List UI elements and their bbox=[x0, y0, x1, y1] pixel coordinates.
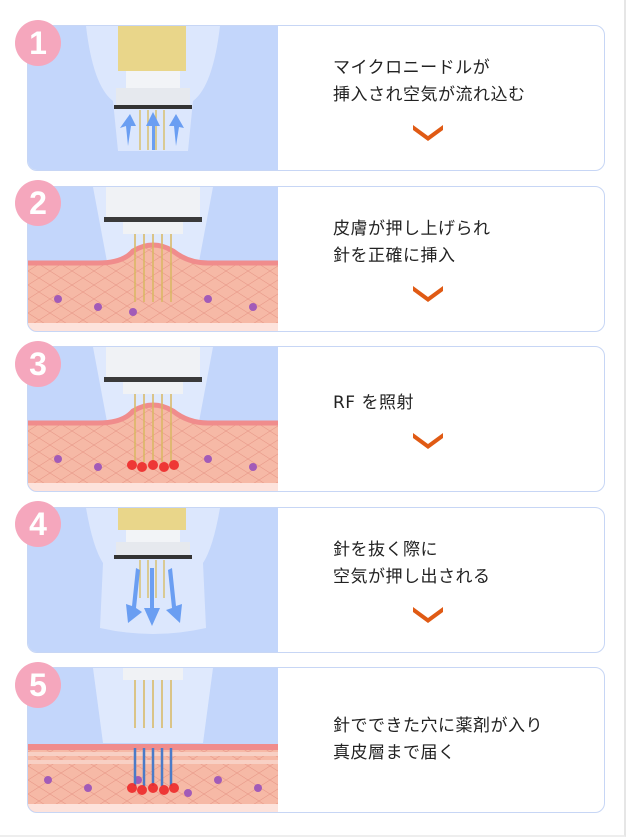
step-5-illustration bbox=[28, 668, 278, 812]
step-2-line-2: 針を正確に挿入 bbox=[333, 246, 456, 266]
chevron-down-icon bbox=[413, 607, 443, 623]
step-3-card: RF を照射 bbox=[27, 346, 605, 492]
step-1-badge: 1 bbox=[15, 20, 61, 66]
step-1-illustration bbox=[28, 26, 278, 170]
step-4-line-2: 空気が押し出される bbox=[333, 567, 491, 587]
step-2-illustration bbox=[28, 187, 278, 331]
step-1-line-1: マイクロニードルが bbox=[333, 58, 491, 78]
step-4-line-1: 針を抜く際に bbox=[333, 540, 438, 560]
step-3-line-1: RF を照射 bbox=[333, 392, 414, 413]
step-3-badge: 3 bbox=[15, 341, 61, 387]
step-5-text: 針でできた穴に薬剤が入り 真皮層まで届く bbox=[278, 668, 604, 812]
step-1-card: マイクロニードルが 挿入され空気が流れ込む bbox=[27, 25, 605, 171]
step-1-line-2: 挿入され空気が流れ込む bbox=[333, 85, 526, 105]
step-4-card: 針を抜く際に 空気が押し出される bbox=[27, 507, 605, 653]
step-3-illustration bbox=[28, 347, 278, 491]
chevron-down-icon bbox=[413, 432, 443, 449]
step-5-line-2: 真皮層まで届く bbox=[333, 743, 456, 763]
step-2-card: 皮膚が押し上げられ 針を正確に挿入 bbox=[27, 186, 605, 332]
step-5-card: 針でできた穴に薬剤が入り 真皮層まで届く bbox=[27, 667, 605, 813]
step-5-badge: 5 bbox=[15, 662, 61, 708]
step-3-text: RF を照射 bbox=[278, 347, 604, 491]
step-2-badge: 2 bbox=[15, 180, 61, 226]
chevron-down-icon bbox=[413, 286, 443, 302]
step-4-text: 針を抜く際に 空気が押し出される bbox=[278, 508, 604, 652]
step-5-line-1: 針でできた穴に薬剤が入り bbox=[333, 716, 543, 736]
step-2-line-1: 皮膚が押し上げられ bbox=[333, 219, 491, 239]
step-1-text: マイクロニードルが 挿入され空気が流れ込む bbox=[278, 26, 604, 170]
step-4-illustration bbox=[28, 508, 278, 652]
step-2-text: 皮膚が押し上げられ 針を正確に挿入 bbox=[278, 187, 604, 331]
chevron-down-icon bbox=[413, 125, 443, 141]
step-4-badge: 4 bbox=[15, 501, 61, 547]
